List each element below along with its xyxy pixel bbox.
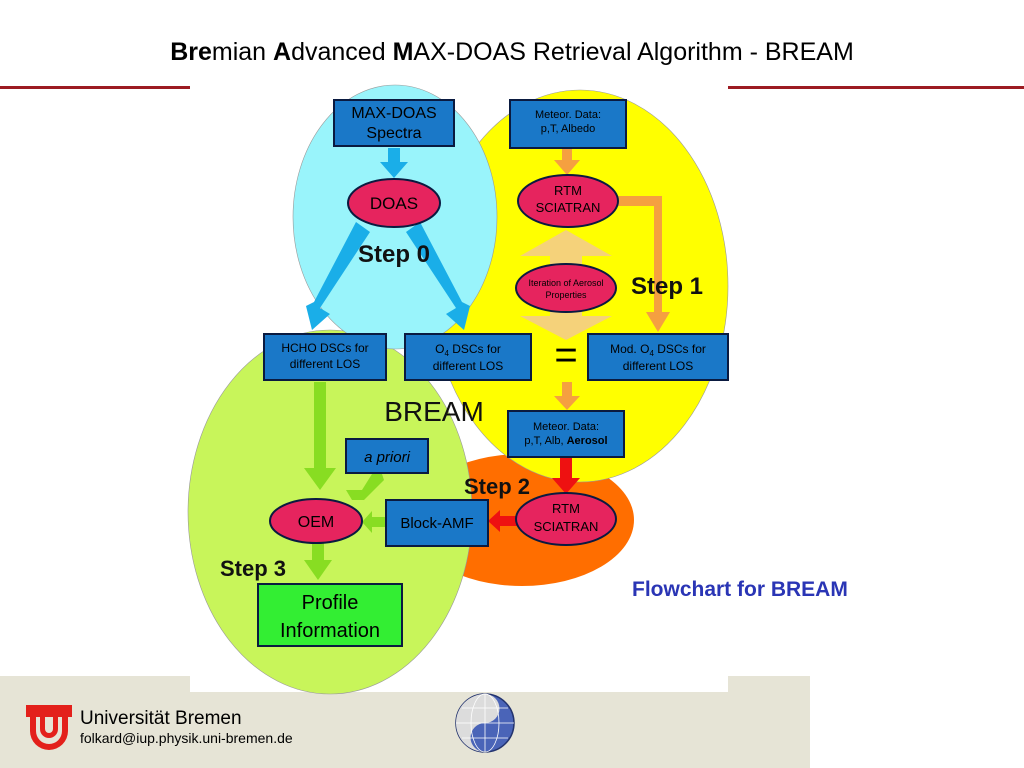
institute-globe-logo-icon (455, 693, 515, 753)
step2-label: Step 2 (464, 474, 530, 499)
title-part: dvanced (291, 38, 393, 66)
a-priori-box (345, 438, 429, 474)
step0-label: Step 0 (358, 241, 430, 268)
equals-sign: = (554, 333, 577, 377)
iter-label-1: Iteration of Aerosol (528, 278, 603, 288)
meteor-data-aerosol-box (507, 410, 625, 458)
meteor-data-albedo-box (509, 99, 627, 149)
arrow-mod-to-meteor2 (554, 382, 580, 410)
arrow-meteor2-to-rtm2 (552, 457, 580, 494)
profile-information-box (257, 583, 403, 647)
step3-label: Step 3 (220, 556, 286, 581)
arrow-meteor-to-rtm (554, 148, 580, 175)
contact-email[interactable]: folkard@iup.physik.uni-bremen.de (80, 730, 293, 746)
apriori-label: a priori (364, 449, 411, 466)
title-part: Bre (170, 38, 212, 66)
flowchart-caption: Flowchart for BREAM (632, 578, 848, 601)
profile-label-2: Information (280, 620, 380, 642)
o4-prefix: O (435, 342, 444, 356)
meteor2-bold: Aerosol (567, 435, 608, 447)
rtm2-label-2: SCIATRAN (534, 519, 599, 534)
mod-rest: DSCs for (654, 342, 706, 356)
arrow-hcho-to-oem (304, 382, 336, 490)
rtm-sciatran-ellipse-1 (517, 174, 619, 228)
arrow-oem-to-profile (304, 540, 332, 580)
title-part: AX-DOAS Retrieval Algorithm - BREAM (413, 38, 854, 66)
mod-o4-dscs-box (587, 333, 729, 381)
rtm1-label-2: SCIATRAN (536, 200, 601, 215)
meteor1-label-1: Meteor. Data: (535, 109, 601, 121)
step1-label: Step 1 (631, 273, 703, 300)
mod-label-2: different LOS (623, 359, 694, 373)
profile-label-1: Profile (302, 592, 359, 614)
university-name: Universität Bremen (80, 708, 242, 729)
meteor2-label-1: Meteor. Data: (533, 421, 599, 433)
oem-label: OEM (298, 514, 334, 531)
title-part: M (392, 38, 414, 66)
rtm1-label-1: RTM (554, 183, 582, 198)
slide-title: Bremian Advanced MAX-DOAS Retrieval Algo… (0, 38, 1024, 67)
mod-subscript: 4 (649, 349, 654, 358)
o4-dscs-box (404, 333, 532, 381)
bream-flowchart: MAX-DOAS Spectra DOAS Step 0 Meteor. Dat… (187, 84, 729, 695)
arrow-rtm-to-mod (618, 196, 670, 332)
o4-label-2: different LOS (433, 359, 504, 373)
block-amf-label: Block-AMF (400, 515, 473, 532)
hcho-label-1: HCHO DSCs for (281, 341, 368, 355)
arrow-doas-to-o4 (406, 222, 470, 330)
iter-label-2: Properties (545, 290, 587, 300)
arrow-apriori-to-oem (346, 474, 384, 500)
max-doas-label-1: MAX-DOAS (351, 105, 436, 122)
max-doas-spectra-box (333, 99, 455, 147)
rtm2-label-1: RTM (552, 501, 580, 516)
doas-label: DOAS (370, 194, 418, 213)
title-part: mian (211, 38, 274, 66)
hcho-label-2: different LOS (290, 357, 361, 371)
meteor1-label-2: p,T, Albedo (541, 123, 595, 135)
meteor2-plain: p,T, Alb, (524, 435, 566, 447)
aerosol-iteration-ellipse (515, 263, 617, 313)
block-amf-box (385, 499, 489, 547)
university-logo-icon (26, 705, 72, 750)
oem-ellipse (269, 498, 363, 544)
max-doas-label-2: Spectra (366, 125, 421, 142)
mod-label-1: Mod. O4 DSCs for (610, 342, 706, 358)
rtm-sciatran-ellipse-2 (515, 492, 617, 546)
hcho-dscs-box (263, 333, 387, 381)
arrow-doas-to-hcho (306, 222, 370, 330)
mod-prefix: Mod. O (610, 342, 649, 356)
title-part: A (273, 38, 292, 66)
arrow-spectra-to-doas (380, 148, 408, 178)
arrow-blockamf-to-oem (362, 511, 386, 533)
arrow-rtm2-to-blockamf (488, 510, 518, 532)
bream-label: BREAM (384, 396, 484, 427)
doas-ellipse (347, 178, 441, 228)
o4-label-1: O4 DSCs for (435, 342, 501, 358)
o4-subscript: 4 (444, 349, 449, 358)
o4-rest: DSCs for (449, 342, 501, 356)
meteor2-label-2: p,T, Alb, Aerosol (524, 435, 607, 447)
